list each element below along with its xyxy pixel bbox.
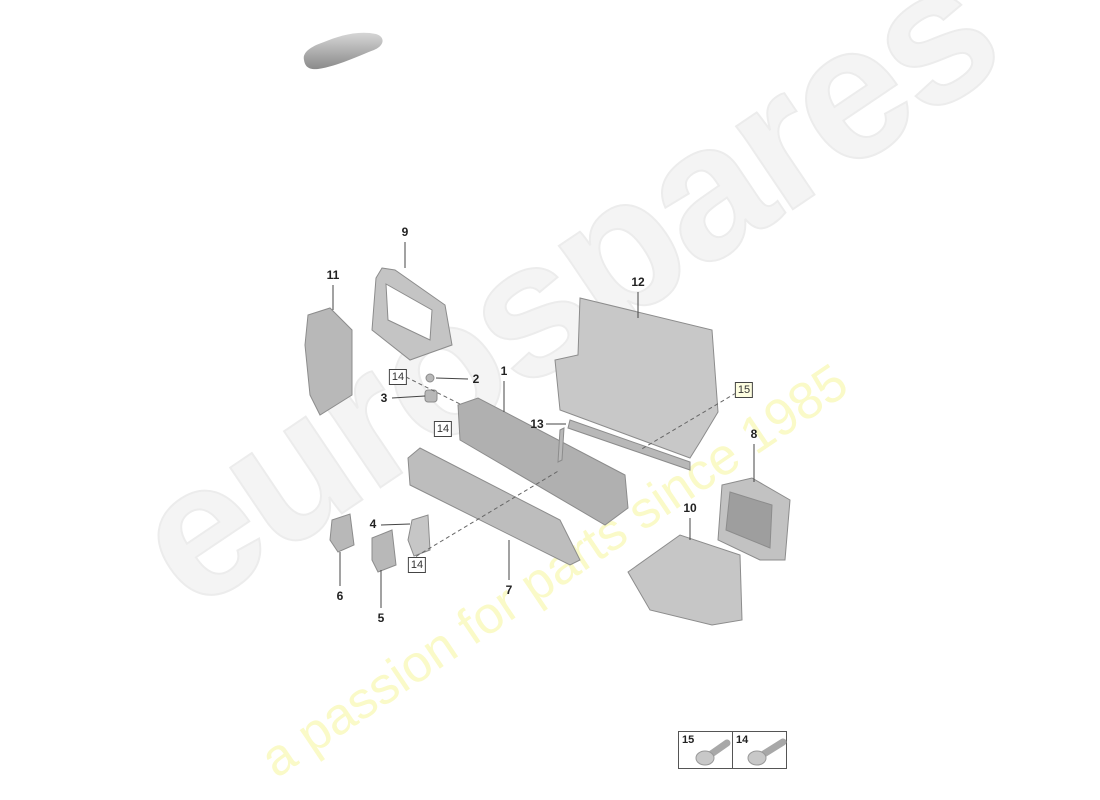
flange-bolt-icon bbox=[695, 739, 731, 766]
callout-6[interactable]: 6 bbox=[336, 589, 344, 603]
callout-13[interactable]: 13 bbox=[530, 417, 544, 431]
part-10-shape bbox=[627, 534, 743, 626]
boxed-callout-14[interactable]: 14 bbox=[388, 369, 408, 385]
legend-number: 15 bbox=[682, 734, 695, 746]
callout-2[interactable]: 2 bbox=[472, 372, 480, 386]
callout-12[interactable]: 12 bbox=[631, 275, 645, 289]
legend-cell-14[interactable]: 14 bbox=[733, 732, 787, 768]
callout-5[interactable]: 5 bbox=[377, 611, 385, 625]
part-5-shape bbox=[371, 529, 397, 573]
part-11-shape bbox=[304, 307, 353, 416]
callout-9[interactable]: 9 bbox=[401, 225, 409, 239]
part-13-shape bbox=[557, 427, 565, 463]
boxed-callout-14[interactable]: 14 bbox=[433, 421, 453, 437]
part-4-shape bbox=[407, 514, 431, 557]
part-7-shape bbox=[407, 447, 581, 566]
callout-10[interactable]: 10 bbox=[683, 501, 697, 515]
callout-4[interactable]: 4 bbox=[369, 517, 377, 531]
callout-11[interactable]: 11 bbox=[326, 268, 340, 282]
part-6-shape bbox=[329, 513, 355, 553]
legend-cell-15[interactable]: 15 bbox=[679, 732, 733, 768]
callout-7[interactable]: 7 bbox=[505, 583, 513, 597]
round-head-bolt-icon bbox=[747, 738, 787, 766]
callout-8[interactable]: 8 bbox=[750, 427, 758, 441]
boxed-callout-14[interactable]: 14 bbox=[407, 557, 427, 573]
callout-1[interactable]: 1 bbox=[500, 364, 508, 378]
boxed-callout-15[interactable]: 15 bbox=[734, 382, 754, 398]
fastener-legend: 15 14 bbox=[678, 731, 787, 769]
car-thumbnail-icon bbox=[303, 32, 383, 70]
part-2-shape bbox=[425, 373, 435, 383]
part-3-shape bbox=[424, 389, 438, 403]
legend-number: 14 bbox=[736, 734, 749, 746]
part-12-shape bbox=[554, 297, 719, 459]
part-1-shape bbox=[457, 397, 629, 526]
callout-3[interactable]: 3 bbox=[380, 391, 388, 405]
